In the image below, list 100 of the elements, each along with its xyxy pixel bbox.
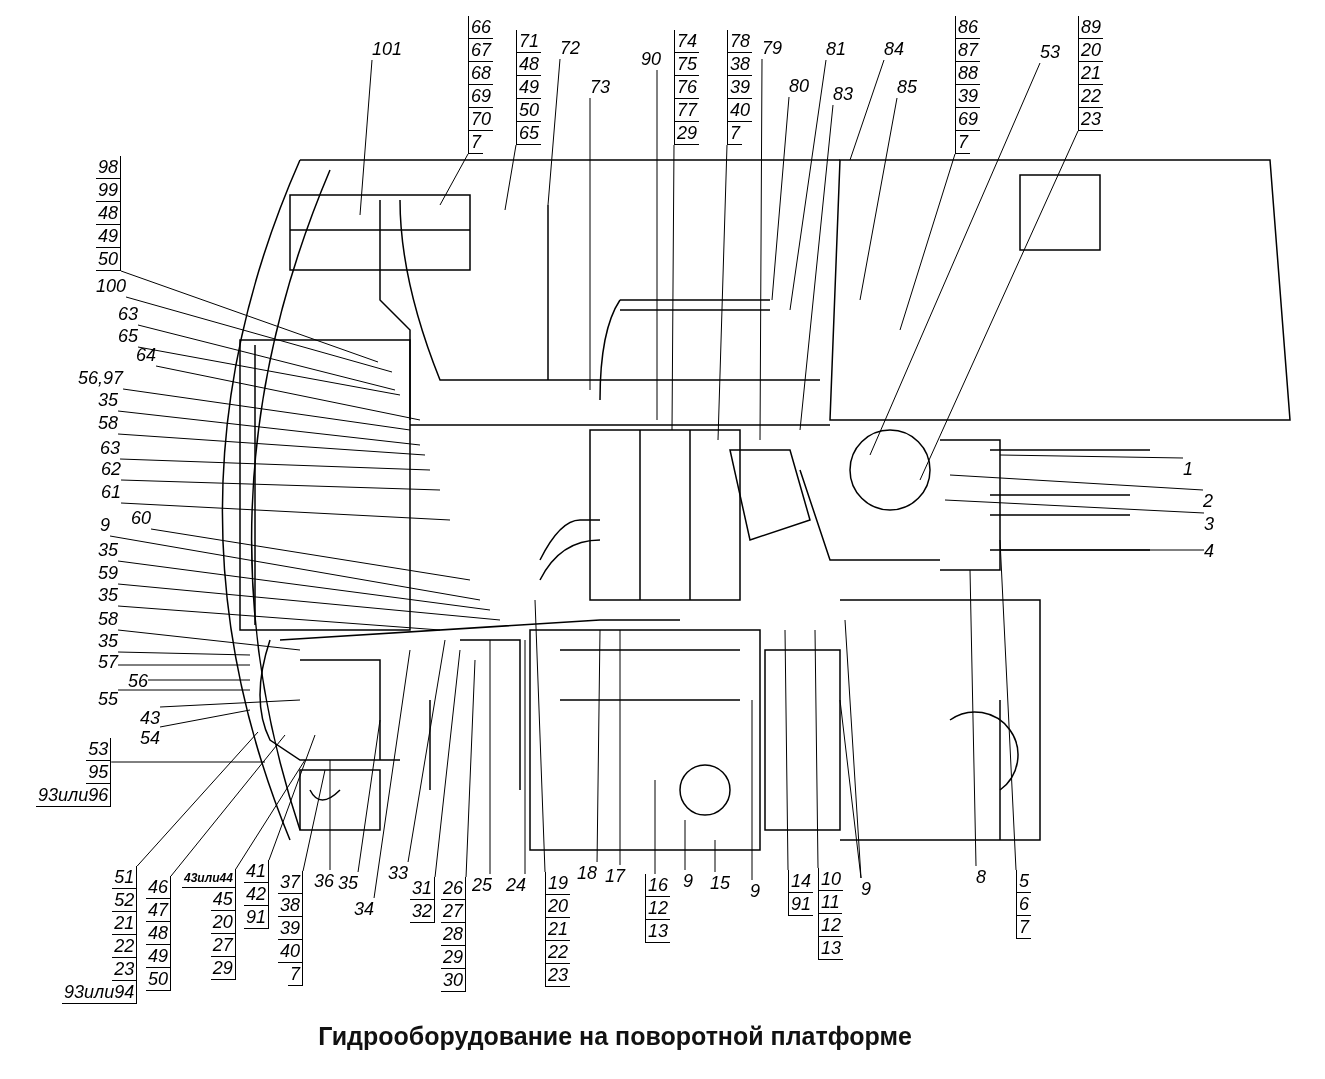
leader-line xyxy=(999,454,1184,459)
leader-line xyxy=(784,629,789,871)
leader-line xyxy=(999,539,1017,871)
leader-line xyxy=(589,97,591,391)
leader-line xyxy=(656,69,658,421)
callout-number: 48 xyxy=(96,202,121,225)
callout-number: 9 xyxy=(861,878,871,900)
callout-number: 65 xyxy=(517,122,542,145)
leader-line xyxy=(671,144,675,431)
leader-line xyxy=(859,97,898,301)
leader-line xyxy=(120,270,379,363)
leader-line xyxy=(357,719,381,873)
callout-number: 59 xyxy=(98,562,119,584)
callout-number: 22 xyxy=(112,935,137,958)
callout-number: 24 xyxy=(506,874,527,896)
callout-stack xyxy=(96,156,122,271)
callout-number: 53 xyxy=(86,738,111,761)
callout-number: 40 xyxy=(728,99,753,122)
callout-number: 35 xyxy=(98,584,119,606)
callout-number: 29 xyxy=(441,946,466,969)
leader-line xyxy=(434,649,461,878)
callout-number: 5 xyxy=(1017,870,1031,893)
callout-number: 9 xyxy=(683,870,693,892)
callout-number: 9 xyxy=(750,880,760,902)
callout-number: 14 xyxy=(789,870,814,893)
leader-line xyxy=(119,458,431,471)
callout-number: 71 xyxy=(517,30,542,53)
leader-line xyxy=(159,709,251,728)
callout-number: 38 xyxy=(728,53,753,76)
callout-number: 90 xyxy=(641,48,662,70)
leader-line xyxy=(919,130,1079,481)
leader-line xyxy=(799,104,834,431)
callout-stack xyxy=(545,872,571,987)
callout-number: 67 xyxy=(469,39,494,62)
callout-number: 39 xyxy=(278,917,303,940)
callout-number: 10 xyxy=(819,868,844,891)
callout-number: 52 xyxy=(112,889,137,912)
leader-line xyxy=(117,689,251,691)
leader-line xyxy=(109,535,481,601)
callout-number: 48 xyxy=(517,53,542,76)
callout-number: 78 xyxy=(728,30,753,53)
callout-number: 7 xyxy=(469,131,483,154)
leader-line xyxy=(159,699,301,708)
callout-number: 69 xyxy=(469,85,494,108)
leader-line xyxy=(949,474,1204,491)
callout-number: 29 xyxy=(675,122,700,145)
callout-number: 8 xyxy=(976,866,986,888)
callout-number: 91 xyxy=(244,906,269,929)
leader-line xyxy=(899,153,956,331)
callout-number: 73 xyxy=(590,76,611,98)
callout-number: 6 xyxy=(1017,893,1031,916)
callout-number: 49 xyxy=(96,225,121,248)
callout-number: 32 xyxy=(410,900,435,923)
leader-line xyxy=(302,769,326,872)
callout-number: 21 xyxy=(546,918,571,941)
leader-line xyxy=(136,731,259,867)
leader-line xyxy=(869,62,1041,456)
callout-stack xyxy=(278,871,304,986)
callout-number: 34 xyxy=(354,898,375,920)
leader-line xyxy=(117,410,421,446)
callout-number: 51 xyxy=(112,866,137,889)
callout-number: 20 xyxy=(210,911,235,934)
callout-number: 39 xyxy=(728,76,753,99)
callout-number: 29 xyxy=(210,957,235,980)
callout-number: 72 xyxy=(560,37,581,59)
callout-number: 89 xyxy=(1079,16,1104,39)
leader-line xyxy=(155,365,421,421)
leader-line xyxy=(110,761,266,763)
callout-number: 23 xyxy=(112,958,137,981)
leader-line xyxy=(125,296,393,373)
leader-line xyxy=(359,59,373,216)
callout-number: 63 xyxy=(100,437,121,459)
leader-line xyxy=(120,502,451,521)
callout-number: 88 xyxy=(956,62,981,85)
callout-number: 85 xyxy=(897,76,918,98)
callout-number: 2 xyxy=(1203,490,1213,512)
callout-number: 7 xyxy=(728,122,742,145)
callout-number: 23 xyxy=(1079,108,1104,131)
callout-number: 7 xyxy=(1017,916,1031,939)
callout-number: 13 xyxy=(819,937,844,960)
callout-number: 19 xyxy=(546,872,571,895)
leader-line xyxy=(944,499,1205,514)
callout-number: 63 xyxy=(118,303,139,325)
callout-number: 20 xyxy=(546,895,571,918)
callout-stack xyxy=(818,868,844,960)
leader-line xyxy=(789,59,827,311)
leader-line xyxy=(117,664,251,666)
leader-line xyxy=(117,583,501,621)
callout-stack xyxy=(468,16,494,154)
callout-number: 53 xyxy=(1040,41,1061,63)
callout-number: 80 xyxy=(789,75,810,97)
callout-number: 41 xyxy=(244,860,269,883)
leader-line xyxy=(717,144,728,441)
callout-stack xyxy=(62,866,138,1004)
callout-number: 101 xyxy=(372,38,403,60)
callout-stack xyxy=(645,874,671,943)
callout-stack xyxy=(410,877,436,923)
callout-number: 4 xyxy=(1204,540,1214,562)
leader-line xyxy=(771,96,790,301)
callout-number: 49 xyxy=(517,76,542,99)
